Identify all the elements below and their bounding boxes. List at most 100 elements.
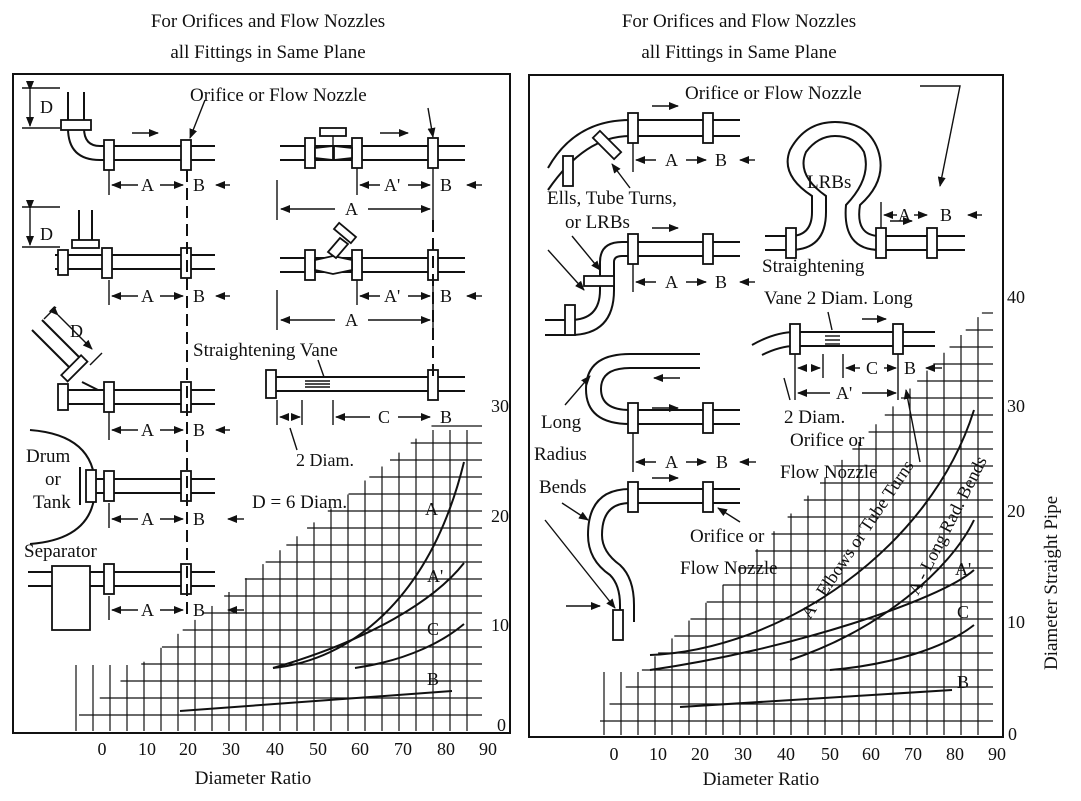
dim-label-B: B	[193, 509, 205, 529]
left-x-axis-title: Diameter Ratio	[195, 768, 312, 789]
x-tick: 80	[946, 744, 964, 764]
dim-label-C: C	[866, 358, 878, 378]
right-orifice-or-2: Orifice or	[690, 526, 765, 547]
curve-label-A-prime: A'	[427, 566, 443, 586]
left-y-ticks: 30 20 10 0	[491, 396, 509, 735]
right-flow-nozzle-2: Flow Nozzle	[680, 558, 778, 579]
dim-label-B: B	[193, 175, 205, 195]
y-tick: 10	[491, 615, 509, 635]
dim-label-B: B	[715, 272, 727, 292]
right-panel: For Orifices and Flow Nozzles all Fittin…	[528, 11, 1062, 790]
x-tick: 90	[479, 739, 497, 759]
y-tick: 10	[1007, 612, 1025, 632]
curve-A-prime	[272, 562, 465, 669]
dim-label-A: A	[898, 205, 911, 225]
separator-label: Separator	[24, 541, 97, 562]
right-orifice-label: Orifice or Flow Nozzle	[685, 83, 862, 104]
x-tick: 80	[437, 739, 455, 759]
left-row2-tee: D A B	[22, 200, 230, 306]
curve-C	[829, 624, 975, 671]
dim-label-D: D	[40, 97, 53, 117]
right-orifice-or-label: Orifice or	[790, 430, 865, 451]
curve-A-prime	[649, 569, 975, 671]
curve-B	[679, 689, 953, 708]
dim-label-D: D	[40, 224, 53, 244]
x-tick: 20	[691, 744, 709, 764]
curve-A	[272, 461, 465, 669]
curve-label-B: B	[427, 669, 439, 689]
curve-A-long-bends	[789, 519, 975, 661]
radius-label: Radius	[534, 444, 587, 465]
right-ells-top: A B	[547, 102, 755, 191]
right-chart-curves	[649, 409, 975, 708]
d-equals-label: D = 6 Diam.	[252, 492, 347, 513]
left-chart-curves	[179, 461, 465, 712]
x-tick: 90	[988, 744, 1006, 764]
dim-label-A-prime: A'	[384, 175, 400, 195]
left-row5-separator: Separator A B	[24, 541, 244, 631]
right-s-bend	[544, 474, 741, 641]
curve-C	[354, 623, 465, 669]
dim-label-A: A	[141, 600, 154, 620]
right-y-axis-title: Diameter Straight Pipe	[1041, 496, 1062, 670]
left-panel: For Orifices and Flow Nozzles all Fittin…	[12, 11, 511, 789]
left-frame	[12, 73, 511, 734]
dim-label-A: A	[345, 310, 358, 330]
dim-label-A: A	[141, 286, 154, 306]
y-tick: 0	[1008, 724, 1017, 744]
x-tick: 10	[138, 739, 156, 759]
dim-label-A: A	[141, 175, 154, 195]
curve-label-C: C	[427, 619, 439, 639]
x-tick: 50	[309, 739, 327, 759]
right-straightening-vane: C B A'	[751, 311, 942, 463]
dim-label-A: A	[345, 199, 358, 219]
right-vane-label-line1: Straightening	[762, 256, 865, 277]
tank-label: Tank	[33, 492, 71, 513]
dim-label-A-prime: A'	[384, 286, 400, 306]
x-tick: 50	[821, 744, 839, 764]
right-flow-nozzle-label: Flow Nozzle	[780, 462, 878, 483]
dim-label-A: A	[665, 272, 678, 292]
right-u-bend: A B	[564, 353, 756, 472]
left-row1-valve: A' B A	[276, 107, 482, 220]
right-title-line1: For Orifices and Flow Nozzles	[622, 11, 856, 32]
right-frame	[528, 74, 1004, 738]
dim-label-A: A	[141, 420, 154, 440]
y-tick: 40	[1007, 287, 1025, 307]
x-tick: 40	[266, 739, 284, 759]
curve-label-A-prime: A'	[955, 559, 971, 579]
dim-label-B: B	[193, 420, 205, 440]
left-title-line1: For Orifices and Flow Nozzles	[151, 11, 385, 32]
dim-label-A-prime: A'	[836, 383, 852, 403]
x-tick: 0	[98, 739, 107, 759]
x-tick: 10	[649, 744, 667, 764]
right-x-axis-title: Diameter Ratio	[703, 769, 820, 790]
dim-label-A: A	[141, 509, 154, 529]
x-tick: 70	[394, 739, 412, 759]
x-tick: 30	[222, 739, 240, 759]
dim-label-D: D	[70, 321, 83, 341]
x-tick: 60	[351, 739, 369, 759]
curve-label-B: B	[957, 672, 969, 692]
right-vane-label-line2: Vane 2 Diam. Long	[764, 288, 913, 309]
curve-label-A: A	[425, 499, 438, 519]
right-x-ticks: 0 10 20 30 40 50 60 70 80 90	[610, 744, 1007, 764]
drum-label: Drum	[26, 446, 71, 467]
left-row2-angle-valve: A' B A	[276, 221, 482, 330]
dim-label-B: B	[440, 407, 452, 427]
right-ells-middle: A B	[545, 224, 755, 336]
curve-label-C: C	[957, 602, 969, 622]
right-title-line2: all Fittings in Same Plane	[641, 42, 836, 63]
dim-label-B: B	[193, 600, 205, 620]
x-tick: 20	[179, 739, 197, 759]
right-chart-grid	[600, 312, 993, 735]
dim-label-A: A	[665, 150, 678, 170]
right-y-ticks: 40 30 20 10 0	[1007, 287, 1025, 744]
lrbs-label: LRBs	[807, 172, 851, 193]
left-x-ticks: 0 10 20 30 40 50 60 70 80 90	[98, 739, 498, 759]
right-lrbs-loop: LRBs A B	[765, 85, 982, 259]
x-tick: 60	[862, 744, 880, 764]
x-tick: 70	[904, 744, 922, 764]
bends-label: Bends	[539, 477, 587, 498]
